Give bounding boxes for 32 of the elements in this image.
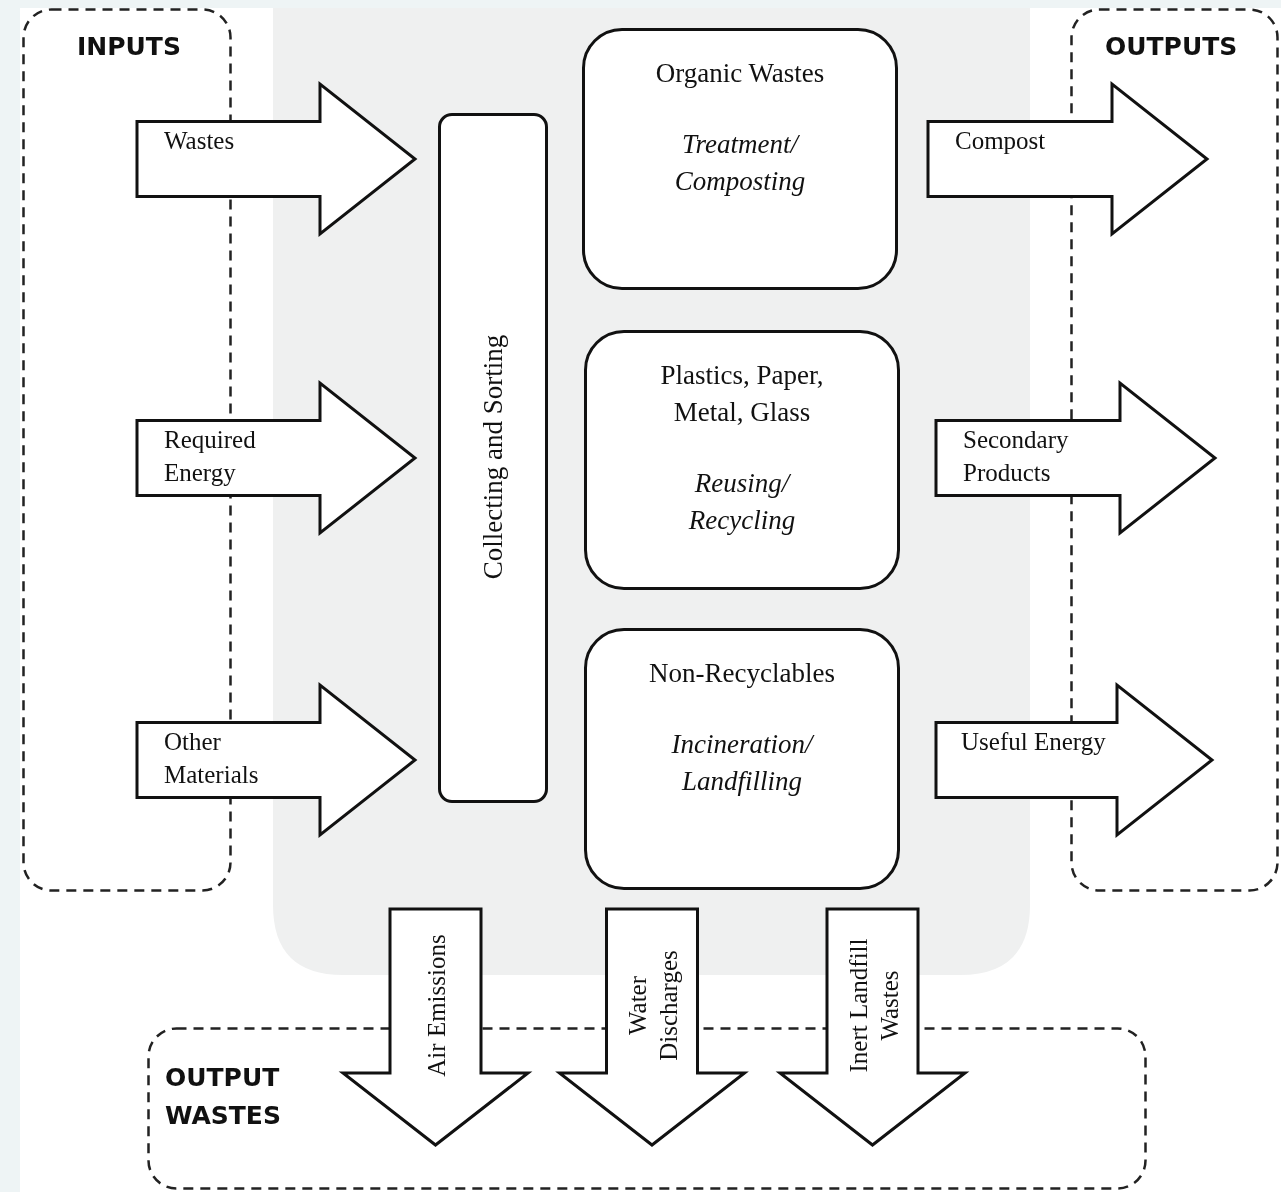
- group-heading: OUTPUTS: [1105, 31, 1238, 63]
- block-arrow: [135, 379, 418, 537]
- box-heading: Non-Recyclables: [648, 657, 836, 690]
- block-arrow: [934, 379, 1218, 537]
- edge-label: Required Energy: [164, 424, 257, 488]
- block-arrow: [934, 681, 1215, 839]
- edge-label: Useful Energy: [961, 726, 1107, 757]
- process-method: Treatment/ Composting: [673, 128, 807, 198]
- edge-label: Other Materials: [164, 726, 260, 790]
- block-arrow: [135, 80, 418, 238]
- block-arrow: [338, 907, 533, 1147]
- block-arrow: [926, 80, 1210, 238]
- edge-label: Compost: [955, 125, 1047, 156]
- edge-label: Wastes: [164, 125, 236, 156]
- process-box: [438, 113, 548, 803]
- process-method: Incineration/ Landfilling: [670, 728, 816, 798]
- edge-label: Inert Landfill Wastes: [842, 937, 903, 1074]
- edge-label: Secondary Products: [963, 424, 1070, 488]
- process-box: [582, 28, 898, 290]
- block-arrow: [555, 907, 749, 1147]
- process-method: Reusing/ Recycling: [687, 467, 797, 537]
- edge-label: Air Emissions: [421, 932, 450, 1079]
- process-box: [584, 330, 900, 590]
- edge-label: Water Discharges: [622, 948, 683, 1063]
- block-arrow: [135, 681, 418, 839]
- box-heading: Plastics, Paper, Metal, Glass: [659, 359, 825, 429]
- box-heading: Organic Wastes: [654, 57, 826, 90]
- process-box: [584, 628, 900, 890]
- block-arrow: [775, 907, 970, 1147]
- group-heading: OUTPUT WASTES: [165, 1062, 282, 1132]
- group-heading: INPUTS: [77, 31, 181, 63]
- process-label: Collecting and Sorting: [477, 333, 509, 582]
